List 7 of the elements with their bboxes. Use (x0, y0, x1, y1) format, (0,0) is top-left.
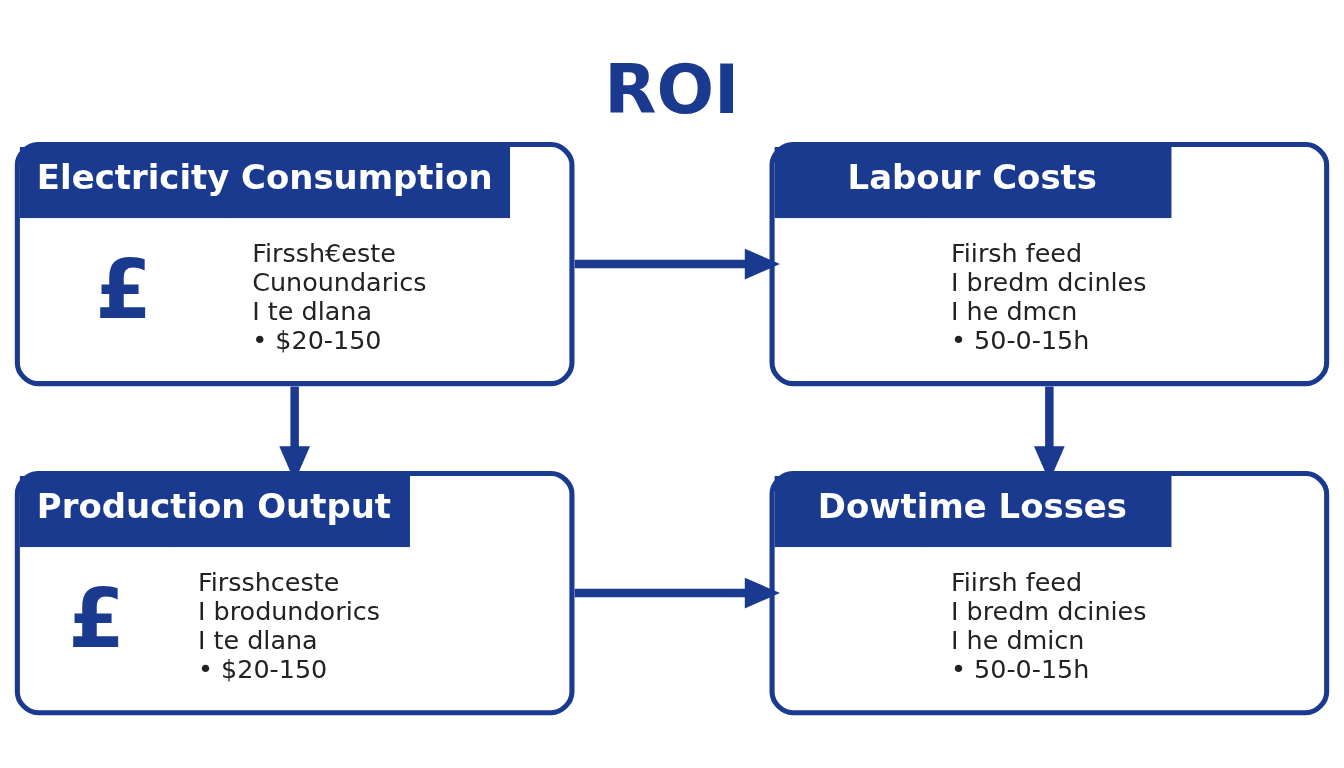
node-box: Labour Costs Fiirsh feed I bredm dcinles I he dmcn • 50-0-15h (769, 141, 1330, 386)
arrow (574, 577, 780, 608)
node-box: Dowtime Losses Fiirsh feed I bredm dcinies I he dmicn • 50-0-15h (769, 470, 1330, 715)
arrow (574, 248, 780, 279)
diagram-title: ROI (604, 49, 740, 129)
node-box: Production Output £ Firsshceste I brodundorics I te dlana • $20-150 (14, 470, 575, 715)
node-box: Electricity Consumption £ Firssh€este Cunoundarics I te dlana • $20-150 (14, 141, 575, 386)
